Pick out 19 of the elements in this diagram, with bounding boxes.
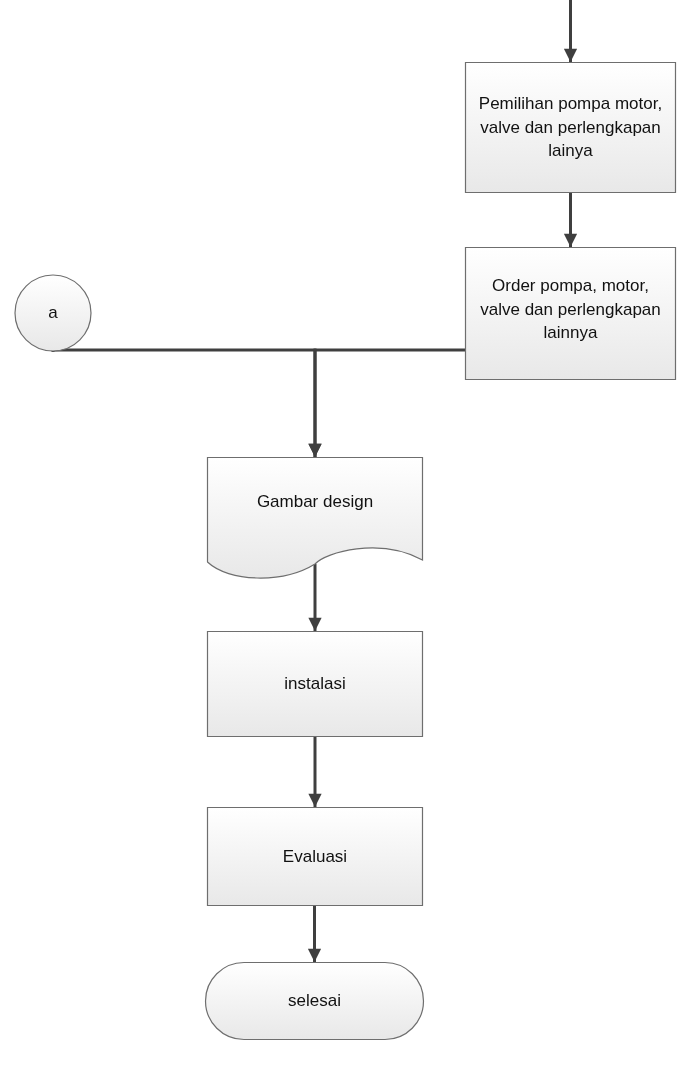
process-box: [207, 631, 423, 737]
connector-circle: [14, 274, 92, 352]
arrow: [563, 0, 578, 62]
node-label: Gambar design: [255, 490, 375, 513]
process-box: [465, 62, 676, 193]
node-label: a: [47, 302, 59, 325]
node-label: selesai: [287, 990, 342, 1013]
process-box: [465, 247, 676, 380]
node-label: Evaluasi: [281, 845, 349, 868]
arrow: [308, 564, 322, 631]
process-box: [207, 807, 423, 906]
arrow: [308, 737, 322, 807]
terminator-shape: [205, 962, 424, 1040]
node-label: instalasi: [283, 673, 347, 696]
node-label: Pemilihan pompa motor, valve dan perlengkapan lainya: [477, 92, 664, 163]
arrow: [307, 906, 322, 962]
arrow: [563, 193, 578, 247]
node-label: Order pompa, motor, valve dan perlengkapan lainnya: [479, 274, 662, 345]
document-shape: [207, 457, 423, 582]
